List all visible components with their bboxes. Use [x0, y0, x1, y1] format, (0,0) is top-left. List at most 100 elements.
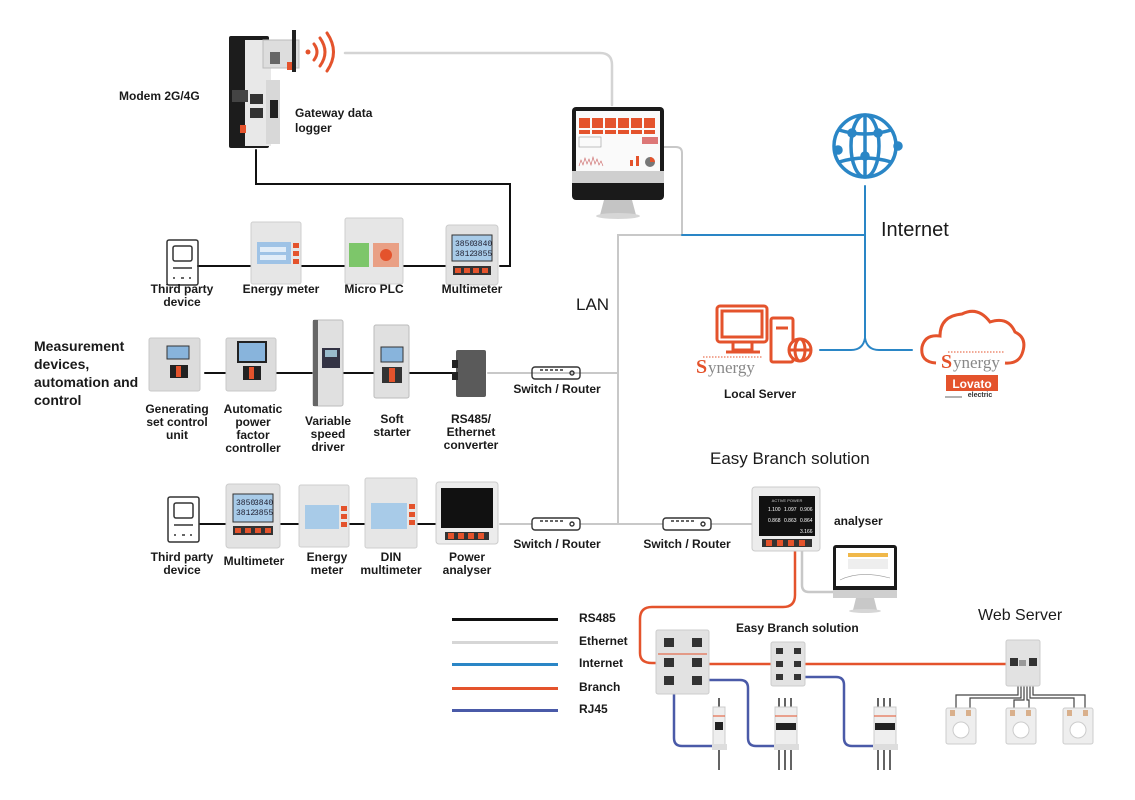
third-party-device-icon-row1[interactable]: [166, 239, 199, 286]
legend-label: Internet: [579, 656, 624, 670]
legend-item-branch: Branch: [452, 679, 642, 699]
rj45-line-1: [672, 678, 715, 748]
section-title: Measurement devices, automation and cont…: [34, 338, 139, 408]
modem-2g-4g[interactable]: [262, 30, 300, 72]
analyser-value: 3.166: [800, 529, 813, 535]
row1-label-multimeter: Multimeter: [441, 282, 503, 296]
multimeter-row3[interactable]: 3850 3840 3812 3855: [225, 483, 281, 549]
circuit-breaker-3p-1[interactable]: [774, 698, 799, 770]
legend-item-internet: Internet: [452, 655, 642, 675]
analyser-monitor[interactable]: [833, 545, 897, 613]
lovato-electric-logo: Lovato electric: [945, 375, 998, 399]
automatic-power-factor-controller[interactable]: [225, 337, 277, 392]
energy-meter-din-row1[interactable]: [250, 221, 302, 285]
current-transformer-2[interactable]: [1005, 707, 1037, 745]
switch-router-row3-b[interactable]: [662, 517, 712, 531]
ct-cables: [955, 686, 1086, 711]
rs485-ethernet-converter[interactable]: [452, 350, 486, 397]
row1-label-micro-plc: Micro PLC: [344, 282, 404, 296]
analyser-value: 0.863: [784, 518, 797, 524]
ethernet-line-pc-to-lan: [663, 146, 683, 236]
third-party-device-icon-row3[interactable]: [167, 496, 200, 543]
legend-swatch: [452, 618, 558, 621]
easy-branch-module-1[interactable]: [655, 629, 710, 695]
row1-label-energy-meter: Energy meter: [242, 282, 320, 296]
multimeter-reading: 3812: [455, 250, 474, 259]
cloud-icon[interactable]: [920, 309, 1026, 365]
modem-label: Modem 2G/4G: [119, 89, 200, 103]
rj45-line-3: [798, 675, 877, 748]
analyser-value: 0.864: [800, 518, 813, 524]
row3-switch1-label: Switch / Router: [513, 537, 601, 551]
circuit-breaker-3p-2[interactable]: [873, 698, 898, 770]
multimeter-reading: 3840: [473, 240, 492, 249]
multimeter-reading: 3840: [254, 499, 273, 508]
legend-item-rs485: RS485: [452, 610, 642, 630]
rj45-line-2: [698, 678, 779, 748]
generating-set-control-unit[interactable]: [148, 337, 201, 392]
multimeter-reading: 3850: [236, 499, 255, 508]
ethernet-line-analyser-to-monitor: [800, 546, 836, 594]
easy-branch-power-analyser[interactable]: ACTIVE POWER 1.100 1.097 0.906 0.868 0.8…: [751, 486, 821, 552]
legend-swatch: [452, 663, 558, 666]
lan-label: LAN: [576, 295, 610, 314]
internet-label: Internet: [881, 219, 949, 241]
gateway-data-logger[interactable]: [229, 36, 280, 148]
globe-internet-icon: [832, 113, 903, 179]
din-multimeter[interactable]: [364, 477, 418, 549]
legend-label: Branch: [579, 680, 621, 694]
pc-monitor-dashboard[interactable]: [572, 107, 664, 219]
synergy-brand: ynergy: [708, 358, 755, 377]
row3-label-energy-meter: Energy meter: [306, 550, 348, 577]
variable-speed-driver[interactable]: [312, 319, 344, 407]
row3-switch2-label: Switch / Router: [643, 537, 731, 551]
synergy-brand: ynergy: [953, 353, 1000, 372]
soft-starter[interactable]: [373, 324, 410, 399]
current-transformer-1[interactable]: [945, 707, 977, 745]
legend-swatch: [452, 709, 558, 712]
ethernet-line-modem-to-pc: [343, 51, 614, 107]
easy-branch-title: Easy Branch solution: [710, 449, 870, 468]
energy-meter-row3[interactable]: [298, 484, 350, 548]
internet-line-to-cloud: [864, 337, 913, 351]
legend-label: RJ45: [579, 702, 608, 716]
legend-label: RS485: [579, 611, 616, 625]
current-transformer-3[interactable]: [1062, 707, 1094, 745]
local-server-icon[interactable]: [715, 304, 813, 364]
web-server-module[interactable]: [1005, 639, 1041, 687]
synergy-initial: S: [941, 351, 952, 373]
synergy-logo-local: S ynergy: [696, 356, 762, 378]
multimeter-row1[interactable]: 3850 3840 3812 3855: [445, 224, 499, 286]
rs485-line-gateway-to-row1: [255, 149, 511, 267]
row1-label-third-party: Third party device: [150, 282, 214, 309]
synergy-logo-cloud: S ynergy: [941, 351, 1005, 373]
synergy-initial: S: [696, 356, 707, 378]
analyser-value: 0.868: [768, 518, 781, 524]
row3-label-power-analyser: Power analyser: [442, 550, 492, 577]
analyser-value: 0.906: [800, 507, 813, 513]
web-server-label: Web Server: [978, 607, 1063, 624]
branch-line-analyser-to-module: [638, 545, 797, 665]
row2-label-apfc: Automatic power factor controller: [223, 402, 283, 455]
row3-label-third-party: Third party device: [150, 550, 214, 577]
legend-label: Ethernet: [579, 634, 628, 648]
multimeter-reading: 3812: [236, 509, 255, 518]
circuit-breaker-1p[interactable]: [712, 698, 727, 770]
legend-item-ethernet: Ethernet: [452, 633, 642, 653]
row2-switch-label: Switch / Router: [513, 382, 601, 396]
gateway-label: Gateway data logger: [295, 106, 373, 135]
analyser-header: ACTIVE POWER: [772, 498, 803, 503]
internet-line-to-local-server: [819, 337, 866, 351]
multimeter-reading: 3855: [254, 509, 273, 518]
lovato-sub: electric: [968, 392, 993, 399]
switch-router-row3-a[interactable]: [531, 517, 581, 531]
wireless-signal-icon: [305, 31, 335, 73]
switch-router-row2[interactable]: [531, 366, 581, 380]
easy-branch-module-2[interactable]: [770, 641, 806, 687]
power-analyser-row3[interactable]: [435, 481, 499, 545]
analyser-label: analyser: [834, 514, 883, 528]
row2-label-genset: Generating set control unit: [145, 402, 209, 442]
row3-label-din-multimeter: DIN multimeter: [360, 550, 422, 577]
micro-plc[interactable]: [344, 217, 404, 285]
